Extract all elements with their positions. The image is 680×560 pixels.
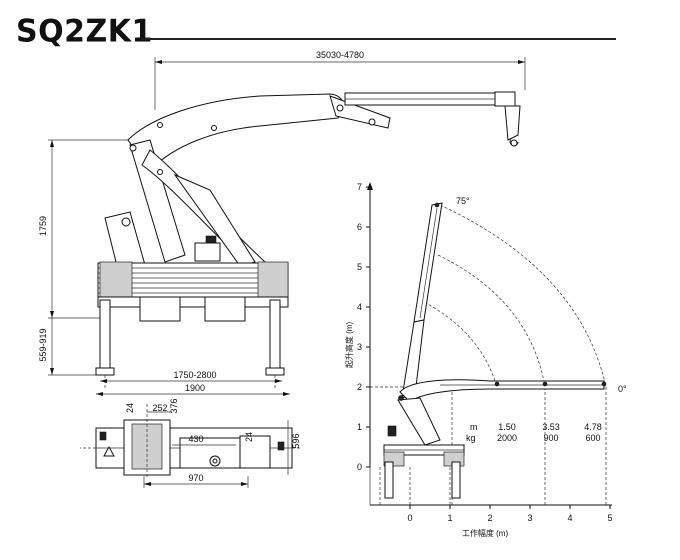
control-valve (194, 242, 221, 262)
load-chart: 0 1 2 3 4 5 6 7 0 1 2 3 4 5 (344, 182, 627, 538)
dim-outrigger-span: 1750-2800 (173, 370, 216, 380)
dim-252: 252 (152, 403, 167, 413)
y-tick-label: 4 (357, 302, 362, 312)
x-tick-label: 0 (407, 513, 412, 523)
angle-min-label: 0° (618, 384, 627, 394)
dim-376: 376 (169, 398, 179, 413)
chart-crane (383, 202, 607, 499)
x-axis-label: 工作幅度 (m) (462, 528, 509, 538)
dim-970: 970 (188, 473, 203, 483)
x-tick-label: 4 (567, 513, 572, 523)
side-view: 35030-4780 1759 559-919 (38, 50, 526, 396)
y-tick-label: 2 (357, 382, 362, 392)
arc-outer (439, 204, 607, 388)
outrigger-beam (97, 296, 289, 308)
dim-leg: 559-919 (38, 328, 48, 361)
table-load-label: kg (466, 433, 476, 443)
arc-middle (437, 254, 546, 388)
arc-inner (419, 299, 498, 388)
title-rule (142, 38, 616, 40)
outrigger-leg-right (269, 299, 281, 371)
column-arm (129, 139, 186, 263)
y-tick-label: 6 (357, 222, 362, 232)
top-view: 252 24 376 430 24 596 970 (80, 398, 301, 488)
dim-596: 596 (291, 433, 301, 448)
y-tick-label: 0 (357, 462, 362, 472)
table-radius-1: 1.50 (498, 422, 516, 432)
warning-icon (103, 445, 115, 457)
y-tick-label: 5 (357, 262, 362, 272)
dim-reach: 35030-4780 (316, 50, 364, 60)
x-tick-label: 1 (447, 513, 452, 523)
x-tick-label: 3 (527, 513, 532, 523)
table-load-3: 600 (585, 433, 600, 443)
base-frame (97, 261, 289, 299)
model-title: SQ2ZK1 (16, 13, 153, 50)
dim-24-right: 24 (244, 432, 254, 442)
angle-max-label: 75° (456, 196, 470, 206)
table-radius-2: 3.53 (542, 422, 560, 432)
table-radius-3: 4.78 (584, 422, 602, 432)
y-tick-label: 1 (357, 422, 362, 432)
y-axis-label: 起升高度 (m) (344, 322, 354, 369)
table-load-1: 2000 (497, 433, 517, 443)
boom-pivot (368, 118, 376, 126)
y-tick-label: 3 (357, 342, 362, 352)
dim-24-top: 24 (125, 403, 135, 413)
capacity-table: m kg 1.50 3.53 4.78 2000 900 600 (466, 422, 602, 443)
y-tick-label: 7 (357, 182, 362, 192)
table-radius-label: m (470, 422, 478, 432)
dim-base-width: 1900 (185, 383, 205, 393)
x-tick-label: 2 (487, 513, 492, 523)
dim-430: 430 (188, 434, 203, 444)
x-tick-label: 5 (607, 513, 612, 523)
outrigger-leg-left (99, 299, 111, 371)
table-load-2: 900 (543, 433, 558, 443)
dim-height: 1759 (38, 216, 48, 236)
boom-tip (504, 105, 521, 141)
